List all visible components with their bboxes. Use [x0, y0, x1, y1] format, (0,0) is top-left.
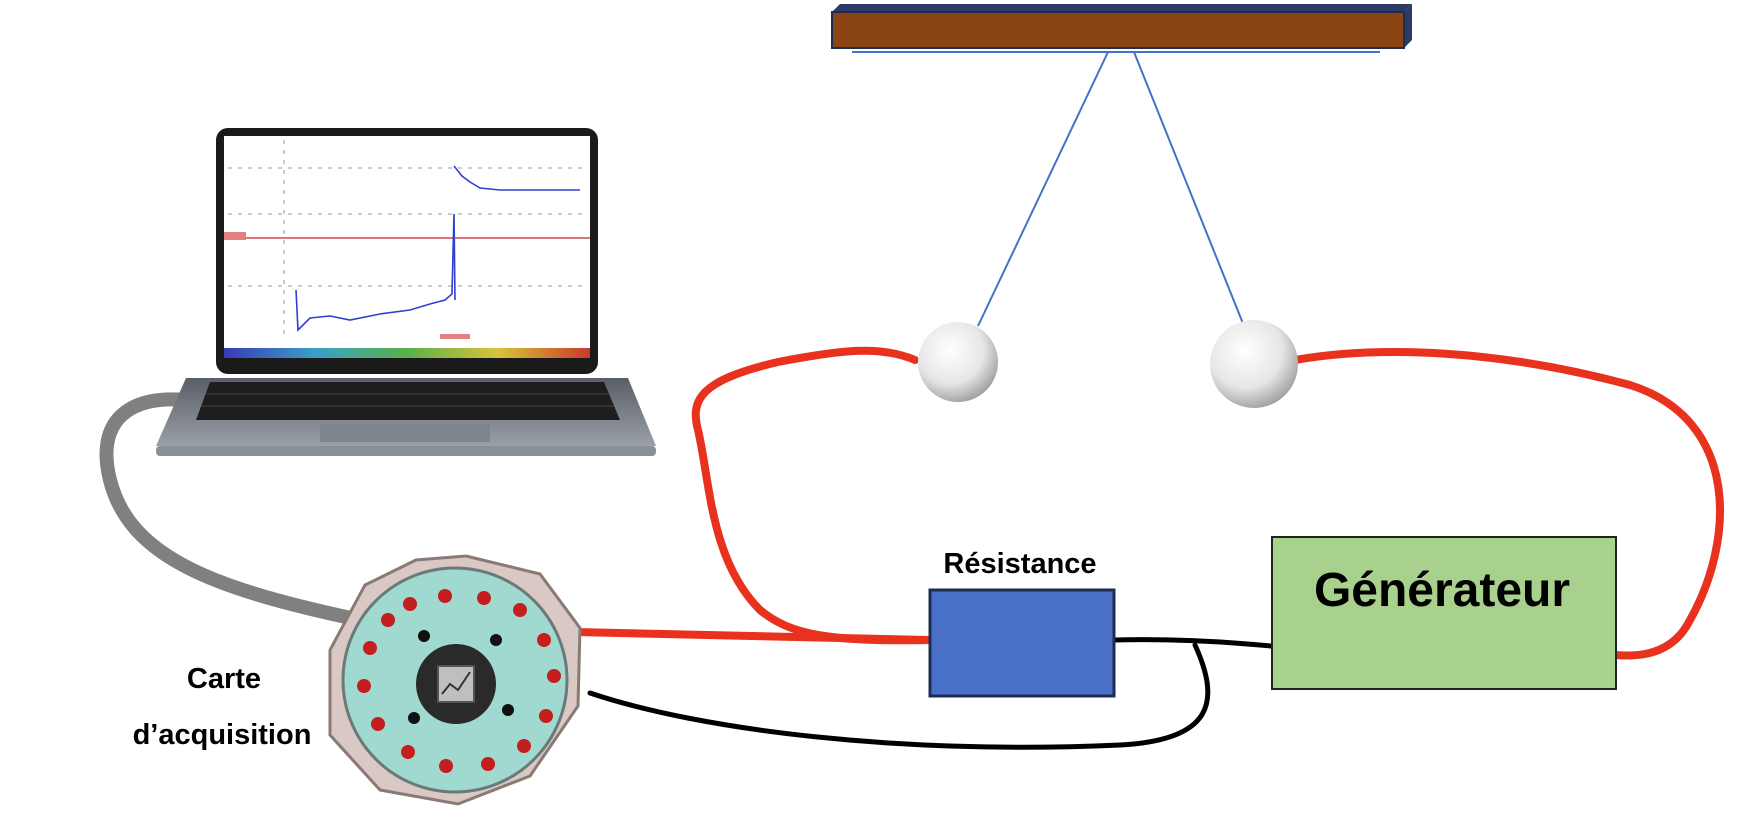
resistor-box: [928, 588, 1116, 698]
acquisition-card-label-line2: d’acquisition: [133, 719, 312, 751]
metal-sphere-icon: [918, 320, 1298, 408]
usb-cable: [99, 392, 367, 627]
support-bar: [831, 4, 1412, 53]
laptop-icon: [156, 128, 656, 456]
acquisition-card-icon: [328, 554, 582, 806]
acquisition-card-label-line1: Carte: [187, 663, 261, 695]
resistance-label: Résistance: [943, 548, 1096, 580]
generator-label: Générateur: [1314, 564, 1570, 617]
generator-box: [1271, 536, 1617, 690]
pendulum-threads: [977, 51, 1245, 327]
